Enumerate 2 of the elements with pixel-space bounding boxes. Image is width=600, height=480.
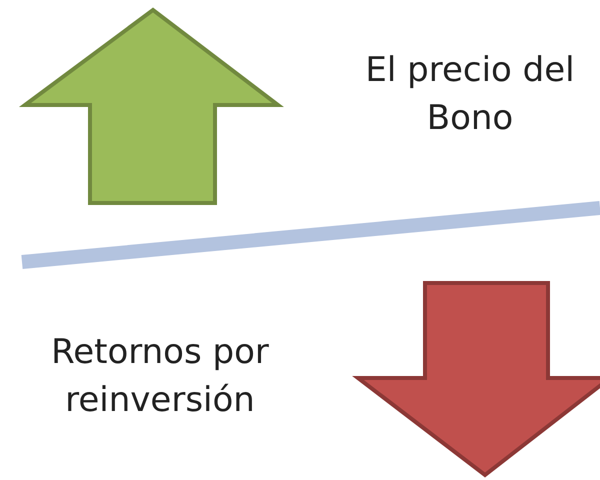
returns-label: Retornos por reinversión xyxy=(50,331,270,422)
price-label: El precio del Bono xyxy=(364,49,576,140)
